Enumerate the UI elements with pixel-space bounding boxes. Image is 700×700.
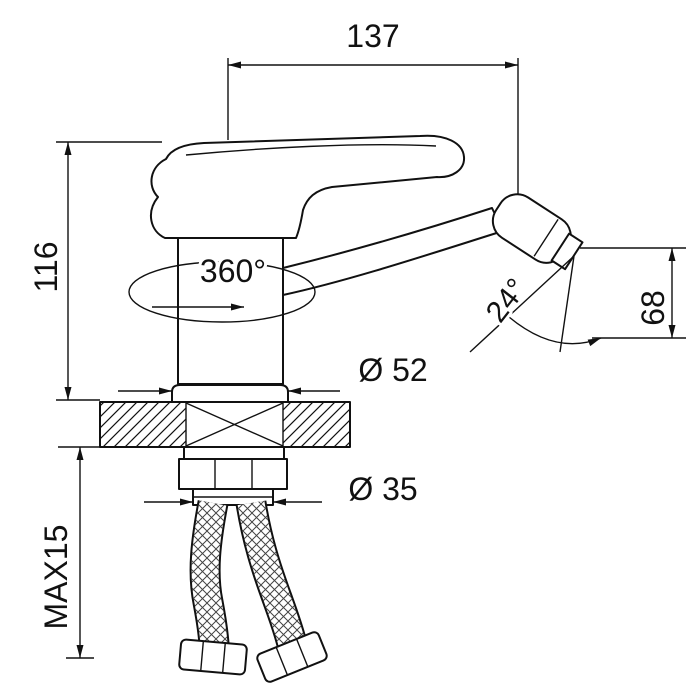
counter-hatch-left — [100, 402, 186, 447]
base-flange — [171, 384, 289, 403]
hose-fitting-right — [256, 631, 328, 683]
base-diameter-label: Ø 52 — [358, 352, 427, 388]
hose-braid — [191, 500, 228, 646]
countertop — [99, 401, 351, 448]
supply-hose-left — [189, 500, 230, 646]
mounting-washer — [183, 446, 285, 460]
handle-detail-line — [185, 144, 437, 156]
counter-hatch-right — [283, 402, 350, 447]
fitting-facet-line — [275, 646, 289, 676]
shank-diameter-label: Ø 35 — [348, 471, 417, 507]
dimension-shank-diameter: Ø 35 — [144, 468, 421, 510]
angle-reference-line — [559, 255, 575, 353]
undersink-assembly — [178, 446, 328, 683]
dimension-height: 116 — [25, 141, 162, 401]
height-label: 116 — [28, 241, 64, 292]
mounting-hole-cross-2 — [185, 402, 284, 447]
dimension-spout-height: 68 — [580, 247, 686, 339]
dimension-max-thickness: MAX15 — [35, 446, 100, 659]
width-label: 137 — [346, 18, 399, 54]
supply-hose-right — [235, 500, 308, 648]
rotation-ellipse — [128, 261, 316, 323]
rotation-label: 360° — [200, 253, 266, 289]
fitting-facet-line — [200, 641, 205, 672]
dimension-width: 137 — [227, 15, 519, 194]
spout-tube — [282, 207, 504, 296]
dimension-base-diameter: Ø 52 — [118, 349, 431, 395]
angle-arc — [508, 316, 602, 347]
spout-head — [491, 193, 584, 271]
spout-height-label: 68 — [635, 290, 671, 326]
hose-fitting-left — [178, 638, 248, 676]
fitting-facet-line — [221, 642, 226, 673]
faucet — [149, 134, 584, 403]
fitting-facet-line — [295, 638, 309, 668]
rotation-annotation: 360° — [128, 250, 316, 323]
spout-head-seam — [533, 218, 559, 257]
angle-label: 24° — [480, 273, 534, 329]
fitting-nut — [256, 631, 328, 683]
angle-annotation: 24° — [469, 255, 602, 353]
handle-lever — [149, 134, 466, 239]
max-thickness-label: MAX15 — [38, 525, 74, 630]
mounting-nut — [178, 458, 288, 490]
fitting-nut — [178, 638, 248, 676]
stream-line — [469, 255, 575, 353]
hose-braid — [237, 500, 306, 648]
